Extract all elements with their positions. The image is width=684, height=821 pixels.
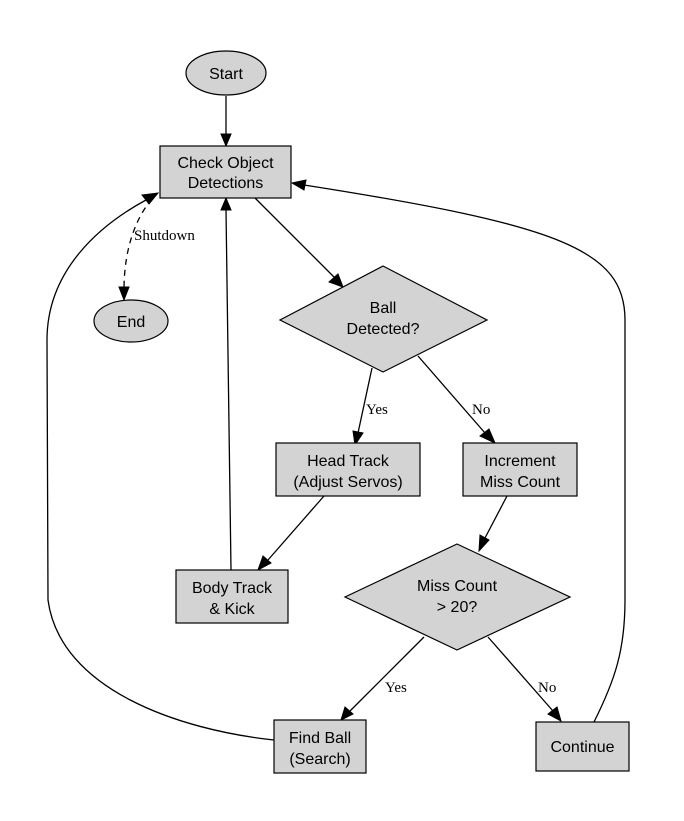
- node-body-label-line2: & Kick: [209, 601, 255, 618]
- node-ball-label-line2: Detected?: [347, 321, 420, 338]
- node-ball-detected[interactable]: Ball Detected?: [278, 265, 489, 373]
- node-head-label-line1: Head Track: [307, 453, 390, 470]
- node-ball-label-line1: Ball: [370, 300, 397, 317]
- node-continue-label: Continue: [550, 739, 614, 756]
- node-find-label-line2: (Search): [289, 751, 350, 768]
- edge-miss-to-find: Yes: [340, 636, 425, 721]
- node-continue[interactable]: Continue: [535, 721, 630, 772]
- edge-label-yes-2: Yes: [385, 680, 407, 696]
- node-check-label-line2: Detections: [188, 175, 264, 192]
- edge-label-yes: Yes: [366, 402, 388, 418]
- edge-ball-to-incr: No: [417, 355, 496, 445]
- edge-start-to-check: [220, 96, 232, 148]
- node-find-label-line1: Find Ball: [289, 730, 351, 747]
- edge-cont-to-check: [290, 179, 626, 723]
- node-miss-label-line2: > 20?: [437, 599, 478, 616]
- node-incr-label-line1: Increment: [484, 453, 556, 470]
- edge-head-to-body: [257, 495, 325, 572]
- edge-find-to-check: [46, 192, 275, 741]
- edge-label-shutdown: Shutdown: [134, 228, 195, 244]
- edge-body-to-check: [220, 196, 232, 571]
- node-check-label-line1: Check Object: [177, 155, 274, 172]
- edge-label-no-2: No: [538, 680, 556, 696]
- node-find-ball[interactable]: Find Ball (Search): [273, 719, 367, 774]
- edge-check-to-end: Shutdown: [118, 198, 195, 302]
- edge-incr-to-miss: [478, 495, 508, 553]
- node-end-label: End: [117, 314, 145, 331]
- edge-ball-to-head: Yes: [352, 367, 388, 447]
- node-miss-count-check[interactable]: Miss Count > 20?: [343, 543, 572, 651]
- node-start[interactable]: Start: [185, 50, 267, 96]
- node-incr-label-line2: Miss Count: [480, 474, 561, 491]
- node-body-track-kick[interactable]: Body Track & Kick: [175, 569, 289, 624]
- node-increment-miss-count[interactable]: Increment Miss Count: [462, 442, 578, 497]
- node-end[interactable]: End: [93, 299, 169, 343]
- node-body-label-line1: Body Track: [192, 580, 273, 597]
- node-head-track[interactable]: Head Track (Adjust Servos): [275, 442, 421, 497]
- node-head-label-line2: (Adjust Servos): [293, 474, 402, 491]
- node-miss-label-line1: Miss Count: [417, 578, 498, 595]
- edge-label-no: No: [472, 402, 490, 418]
- edge-check-to-ball: [254, 197, 344, 288]
- edge-miss-to-cont: No: [487, 636, 562, 723]
- node-start-label: Start: [209, 66, 243, 83]
- node-check-object-detections[interactable]: Check Object Detections: [159, 145, 292, 199]
